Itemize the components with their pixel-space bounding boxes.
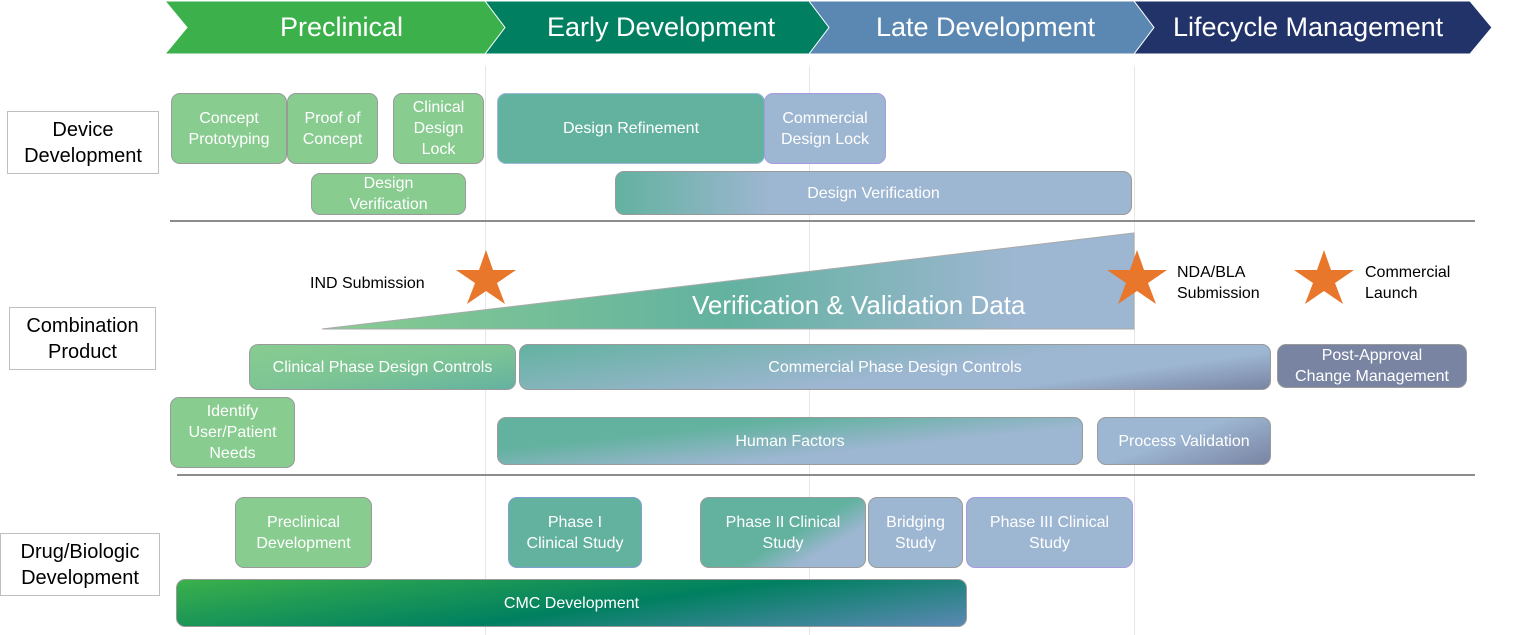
task-phase-ii-clinical-study: Phase II Clinical Study bbox=[700, 497, 866, 568]
task-phase-iii-clinical-study: Phase III Clinical Study bbox=[966, 497, 1133, 568]
row-label-text: Combination Product bbox=[26, 314, 139, 363]
milestone-commercial-launch-label: Commercial Launch bbox=[1365, 264, 1451, 302]
task-preclinical-development: Preclinical Development bbox=[235, 497, 372, 568]
phase-label: Lifecycle Management bbox=[1173, 12, 1444, 42]
phase-lifecycle-management: Lifecycle Management bbox=[1134, 0, 1494, 55]
milestone-ind-submission-label: IND Submission bbox=[310, 275, 425, 292]
phase-late-development: Late Development bbox=[809, 0, 1154, 55]
phase-label: Preclinical bbox=[280, 12, 404, 42]
row-label-drug-biologic-development: Drug/Biologic Development bbox=[0, 533, 160, 596]
star-icon bbox=[456, 250, 516, 304]
task-proof-of-concept: Proof of Concept bbox=[287, 93, 378, 164]
star-icon bbox=[1294, 250, 1354, 304]
star-icon bbox=[1107, 250, 1167, 304]
phase-label: Early Development bbox=[547, 12, 776, 42]
task-clinical-design-lock: Clinical Design Lock bbox=[393, 93, 484, 164]
task-concept-prototyping: Concept Prototyping bbox=[171, 93, 287, 164]
task-commercial-design-lock: Commercial Design Lock bbox=[764, 93, 886, 164]
task-design-verification-early: Design Verification bbox=[311, 173, 466, 215]
task-bridging-study: Bridging Study bbox=[868, 497, 963, 568]
chevron-shape bbox=[1134, 0, 1493, 55]
task-process-validation: Process Validation bbox=[1097, 417, 1271, 465]
row-label-combination-product: Combination Product bbox=[9, 307, 156, 370]
task-design-verification-late: Design Verification bbox=[615, 171, 1132, 215]
task-clinical-phase-design-controls: Clinical Phase Design Controls bbox=[249, 344, 516, 390]
row-separator bbox=[177, 474, 1475, 476]
phase-early-development: Early Development bbox=[485, 0, 830, 55]
task-identify-user-patient-needs: Identify User/Patient Needs bbox=[170, 397, 295, 468]
row-separator bbox=[170, 220, 1475, 222]
row-label-text: Drug/Biologic Development bbox=[20, 540, 140, 589]
task-post-approval-change-management: Post-Approval Change Management bbox=[1277, 344, 1467, 388]
verification-validation-label: Verification & Validation Data bbox=[692, 290, 1026, 320]
phase-preclinical: Preclinical bbox=[165, 0, 505, 55]
row-label-text: Device Development bbox=[24, 118, 142, 167]
task-cmc-development: CMC Development bbox=[176, 579, 967, 627]
row-label-device-development: Device Development bbox=[7, 111, 159, 174]
task-human-factors: Human Factors bbox=[497, 417, 1083, 465]
task-commercial-phase-design-controls: Commercial Phase Design Controls bbox=[519, 344, 1271, 390]
task-phase-i-clinical-study: Phase I Clinical Study bbox=[508, 497, 642, 568]
task-design-refinement: Design Refinement bbox=[497, 93, 765, 164]
phase-label: Late Development bbox=[876, 12, 1096, 42]
milestone-nda-bla-submission-label: NDA/BLA Submission bbox=[1177, 264, 1260, 302]
